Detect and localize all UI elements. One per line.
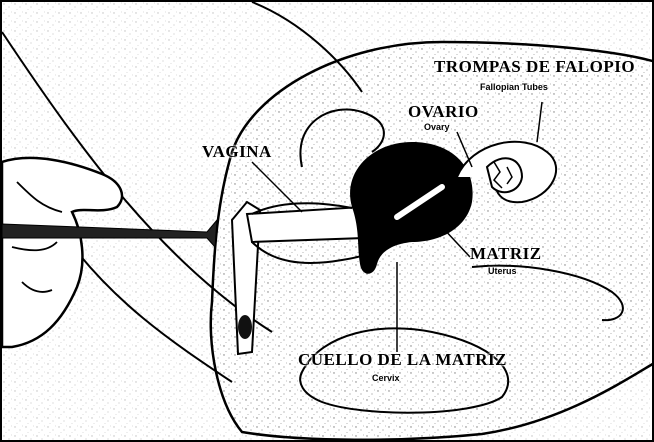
- cervix-label: CUELLO DE LA MATRIZ: [298, 350, 507, 370]
- ovary-label: OVARIO: [408, 102, 479, 122]
- vagina-label: VAGINA: [202, 142, 272, 162]
- uterus-label-en: Uterus: [488, 266, 517, 276]
- speculum-knob: [238, 315, 252, 339]
- ovary-shape: [487, 158, 522, 192]
- speculum-blade: [247, 207, 364, 242]
- uterus-label: MATRIZ: [470, 244, 542, 264]
- cervix-label-en: Cervix: [372, 373, 400, 383]
- ovary-label-en: Ovary: [424, 122, 450, 132]
- fallopian-tubes-label-en: Fallopian Tubes: [480, 82, 548, 92]
- fallopian-tubes-label: TROMPAS DE FALOPIO: [434, 57, 635, 77]
